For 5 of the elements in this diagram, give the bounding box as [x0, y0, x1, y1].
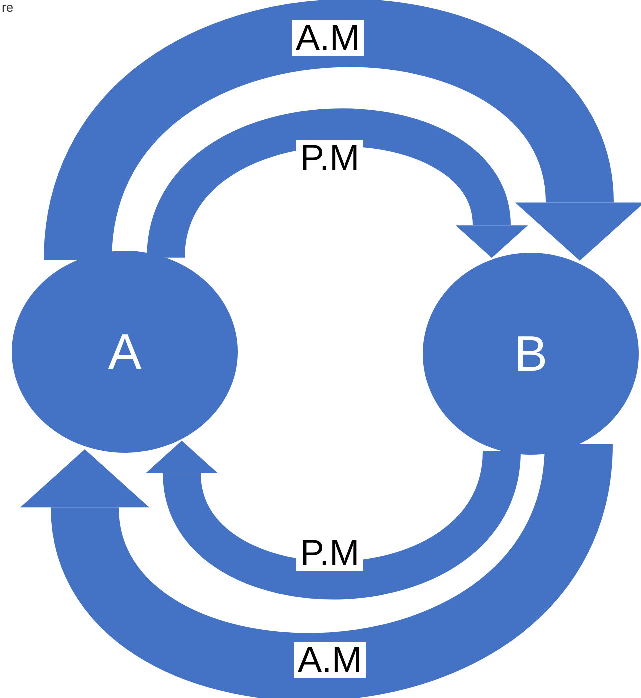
- node-label: B: [514, 325, 548, 383]
- edge-label: A.M: [292, 20, 364, 56]
- edge-label: A.M: [294, 642, 366, 678]
- node-label: A: [108, 323, 142, 381]
- caption-fragment: re: [2, 0, 14, 15]
